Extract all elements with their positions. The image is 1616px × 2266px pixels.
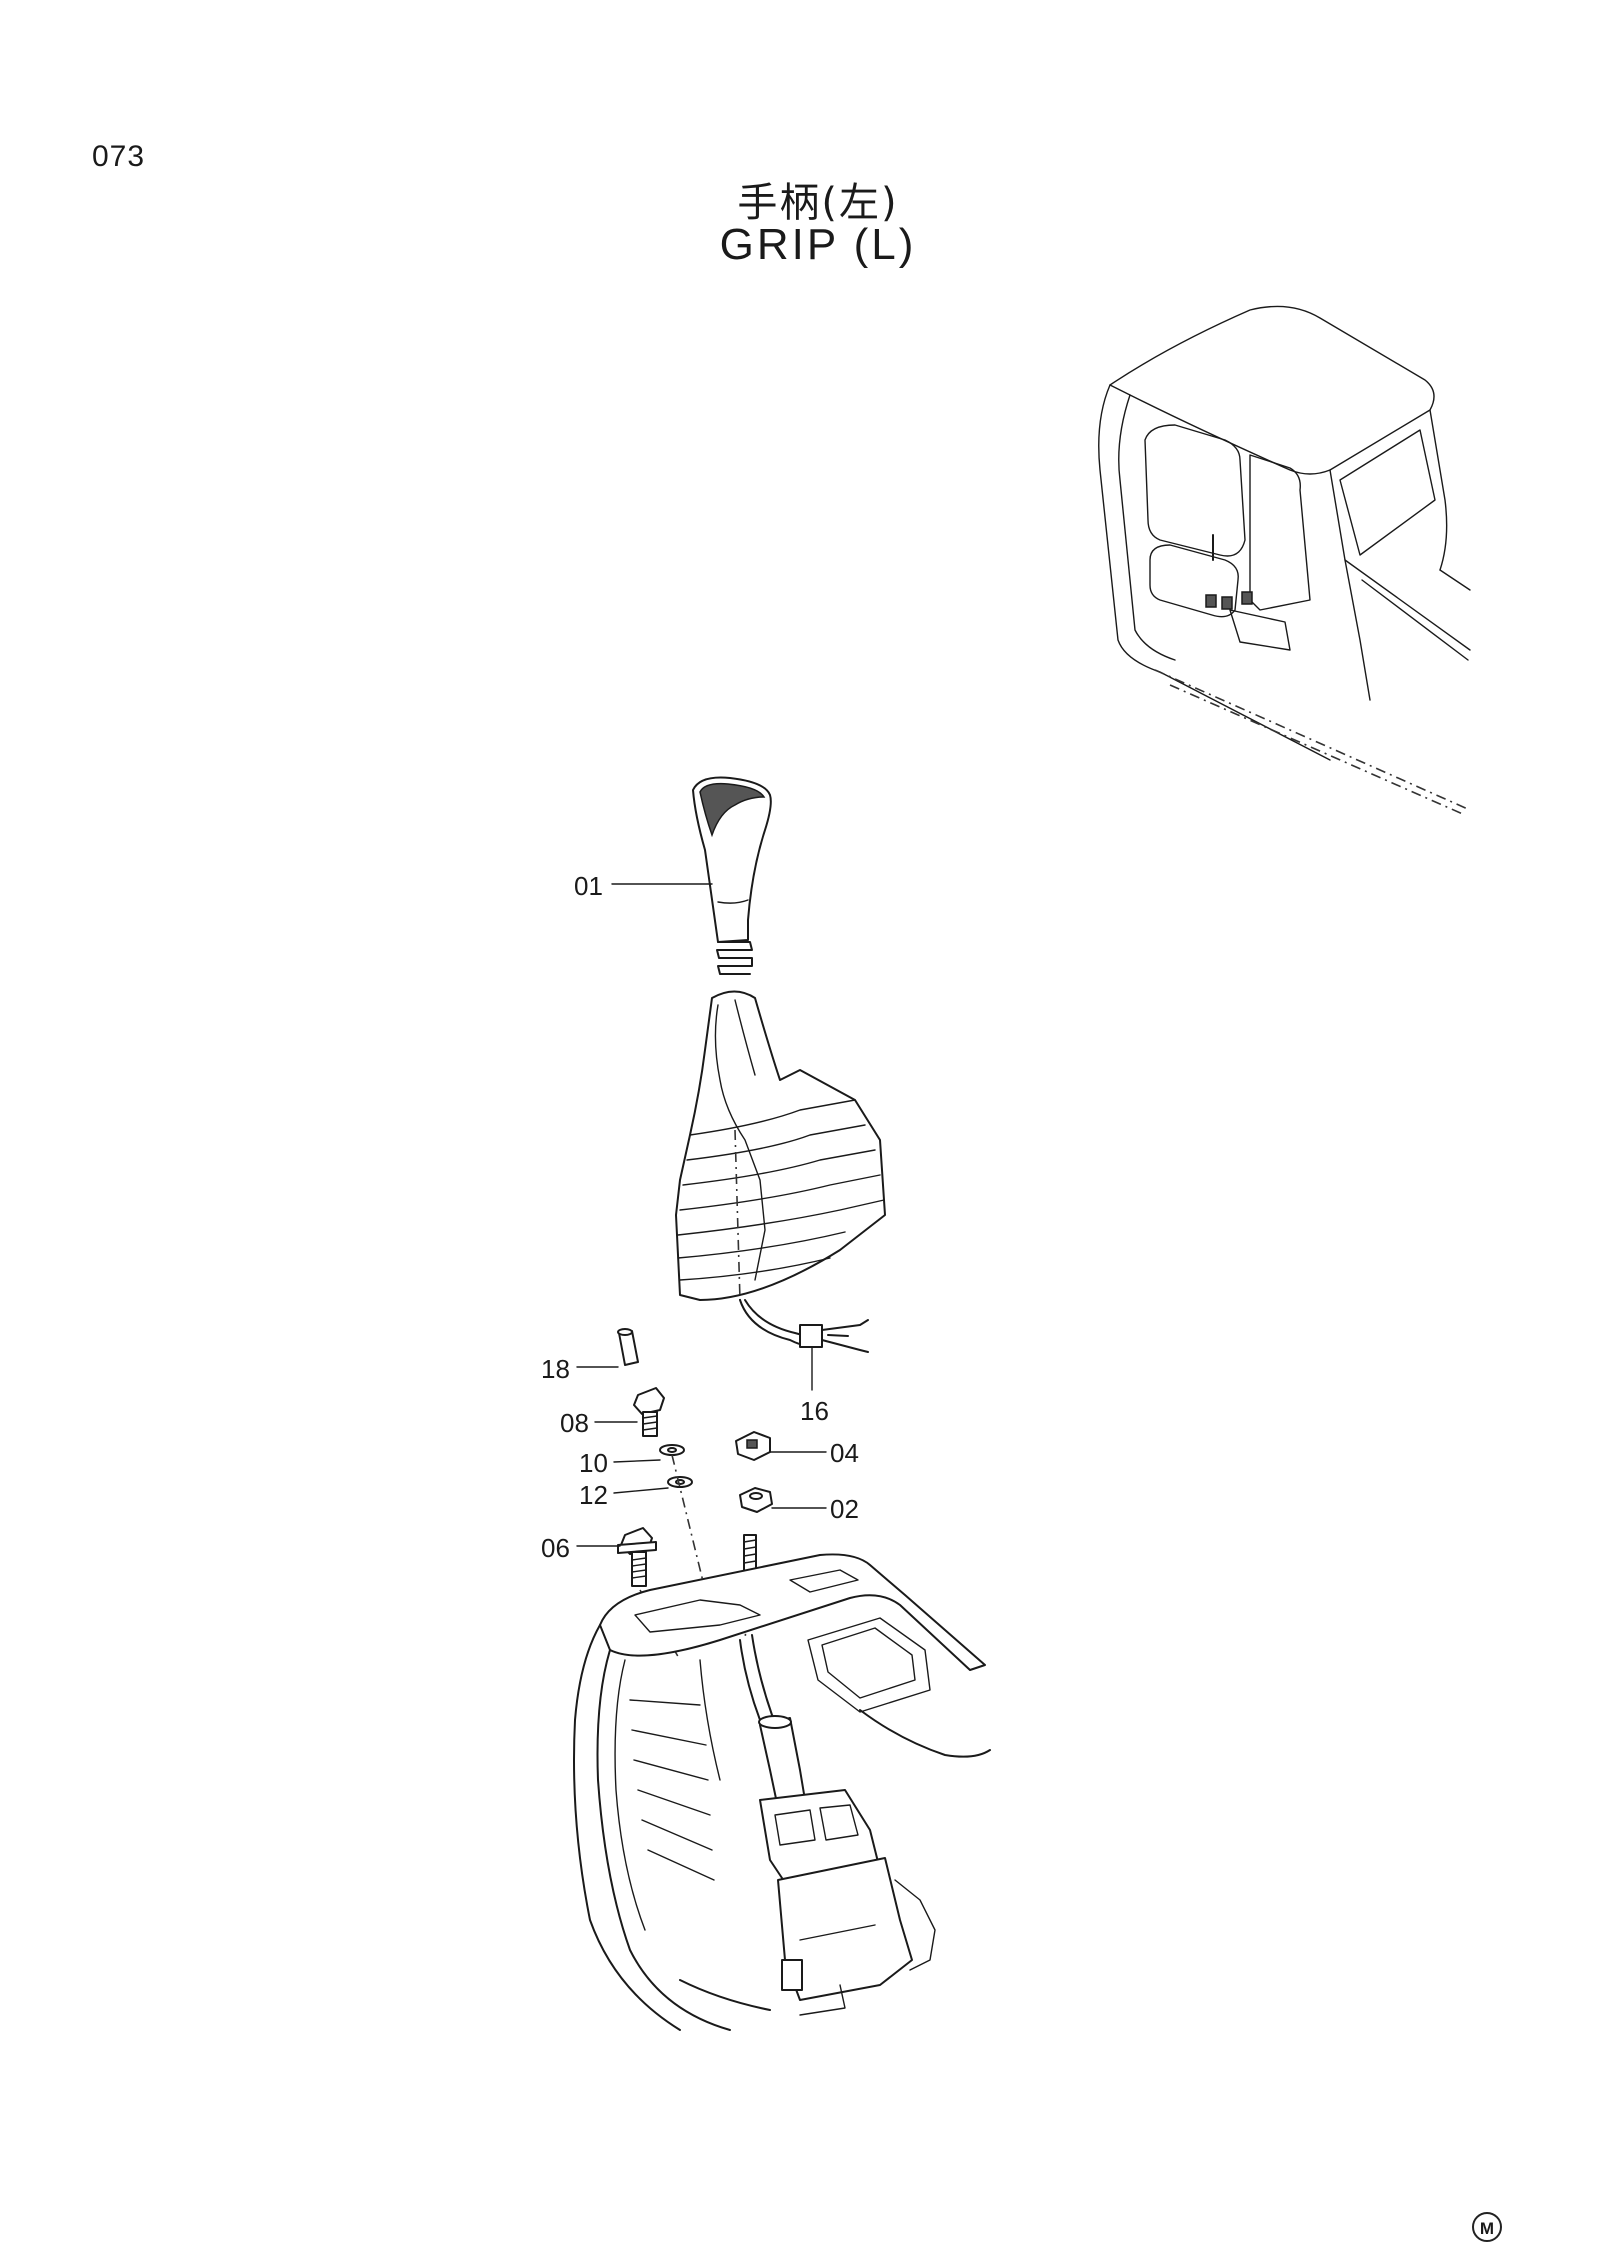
title-chinese: 手柄(左) [737, 180, 899, 226]
callout-08: 08 [560, 1408, 589, 1438]
console-base [573, 1553, 991, 2031]
cab-inset-illustration [1098, 305, 1471, 816]
callout-12: 12 [579, 1480, 608, 1510]
callout-02: 02 [830, 1494, 859, 1524]
callout-16: 16 [800, 1396, 829, 1426]
page-number: 073 [92, 140, 146, 173]
callout-06: 06 [541, 1533, 570, 1563]
hardware-parts [617, 1328, 773, 1587]
grip-knob [692, 776, 772, 975]
leader-lines [576, 883, 827, 1547]
title-english: GRIP (L) [719, 220, 917, 269]
callout-18: 18 [541, 1354, 570, 1384]
callout-01: 01 [574, 871, 603, 901]
revision-mark: M [1472, 2212, 1502, 2242]
callout-04: 04 [830, 1438, 859, 1468]
callout-10: 10 [579, 1448, 608, 1478]
rubber-boot [675, 990, 886, 1353]
